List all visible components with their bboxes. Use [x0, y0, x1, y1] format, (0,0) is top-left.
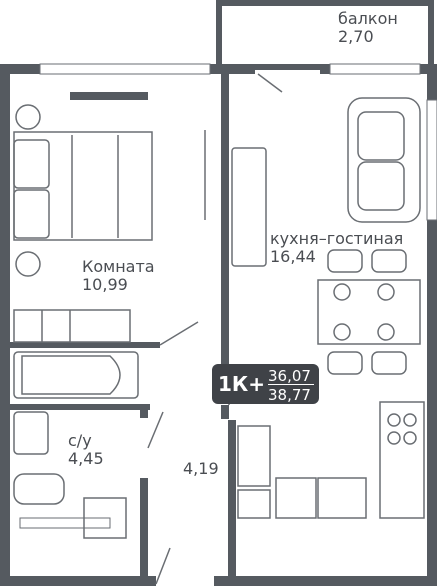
living-area: 36,07 — [268, 367, 311, 385]
hallway-label: 4,19 — [183, 460, 219, 478]
outer-walls — [0, 64, 437, 586]
apartment-type: 1К+ — [218, 372, 266, 396]
dining-table — [317, 249, 421, 375]
doors — [147, 73, 283, 585]
room-area: 16,44 — [270, 247, 316, 266]
bed — [13, 131, 153, 241]
apartment-badge: 1К+ 36,07 38,77 — [212, 364, 319, 404]
room-name: балкон — [338, 9, 398, 28]
kitchen-living-label: кухня–гостиная 16,44 — [270, 230, 403, 266]
kitchen — [237, 401, 425, 519]
room-area: 10,99 — [82, 275, 128, 294]
windows — [19, 63, 437, 529]
bathroom-label: с/у 4,45 — [68, 432, 104, 468]
bathroom-fixtures — [13, 411, 127, 539]
wardrobe — [13, 309, 131, 343]
fraction-bar — [268, 384, 314, 385]
room-area: 4,45 — [68, 449, 104, 468]
sofa — [347, 97, 421, 223]
balcony-outline — [216, 0, 434, 70]
lamps — [15, 104, 41, 277]
room-name: с/у — [68, 431, 92, 450]
total-area: 38,77 — [268, 386, 311, 404]
room-area: 2,70 — [338, 27, 374, 46]
room-name: кухня–гостиная — [270, 229, 404, 248]
tv — [204, 130, 267, 267]
room-area: 4,19 — [183, 459, 219, 478]
bathtub — [13, 351, 139, 399]
room-name: Комната — [82, 257, 155, 276]
balcony-label: балкон 2,70 — [338, 10, 398, 46]
room-label: Комната 10,99 — [82, 258, 155, 294]
